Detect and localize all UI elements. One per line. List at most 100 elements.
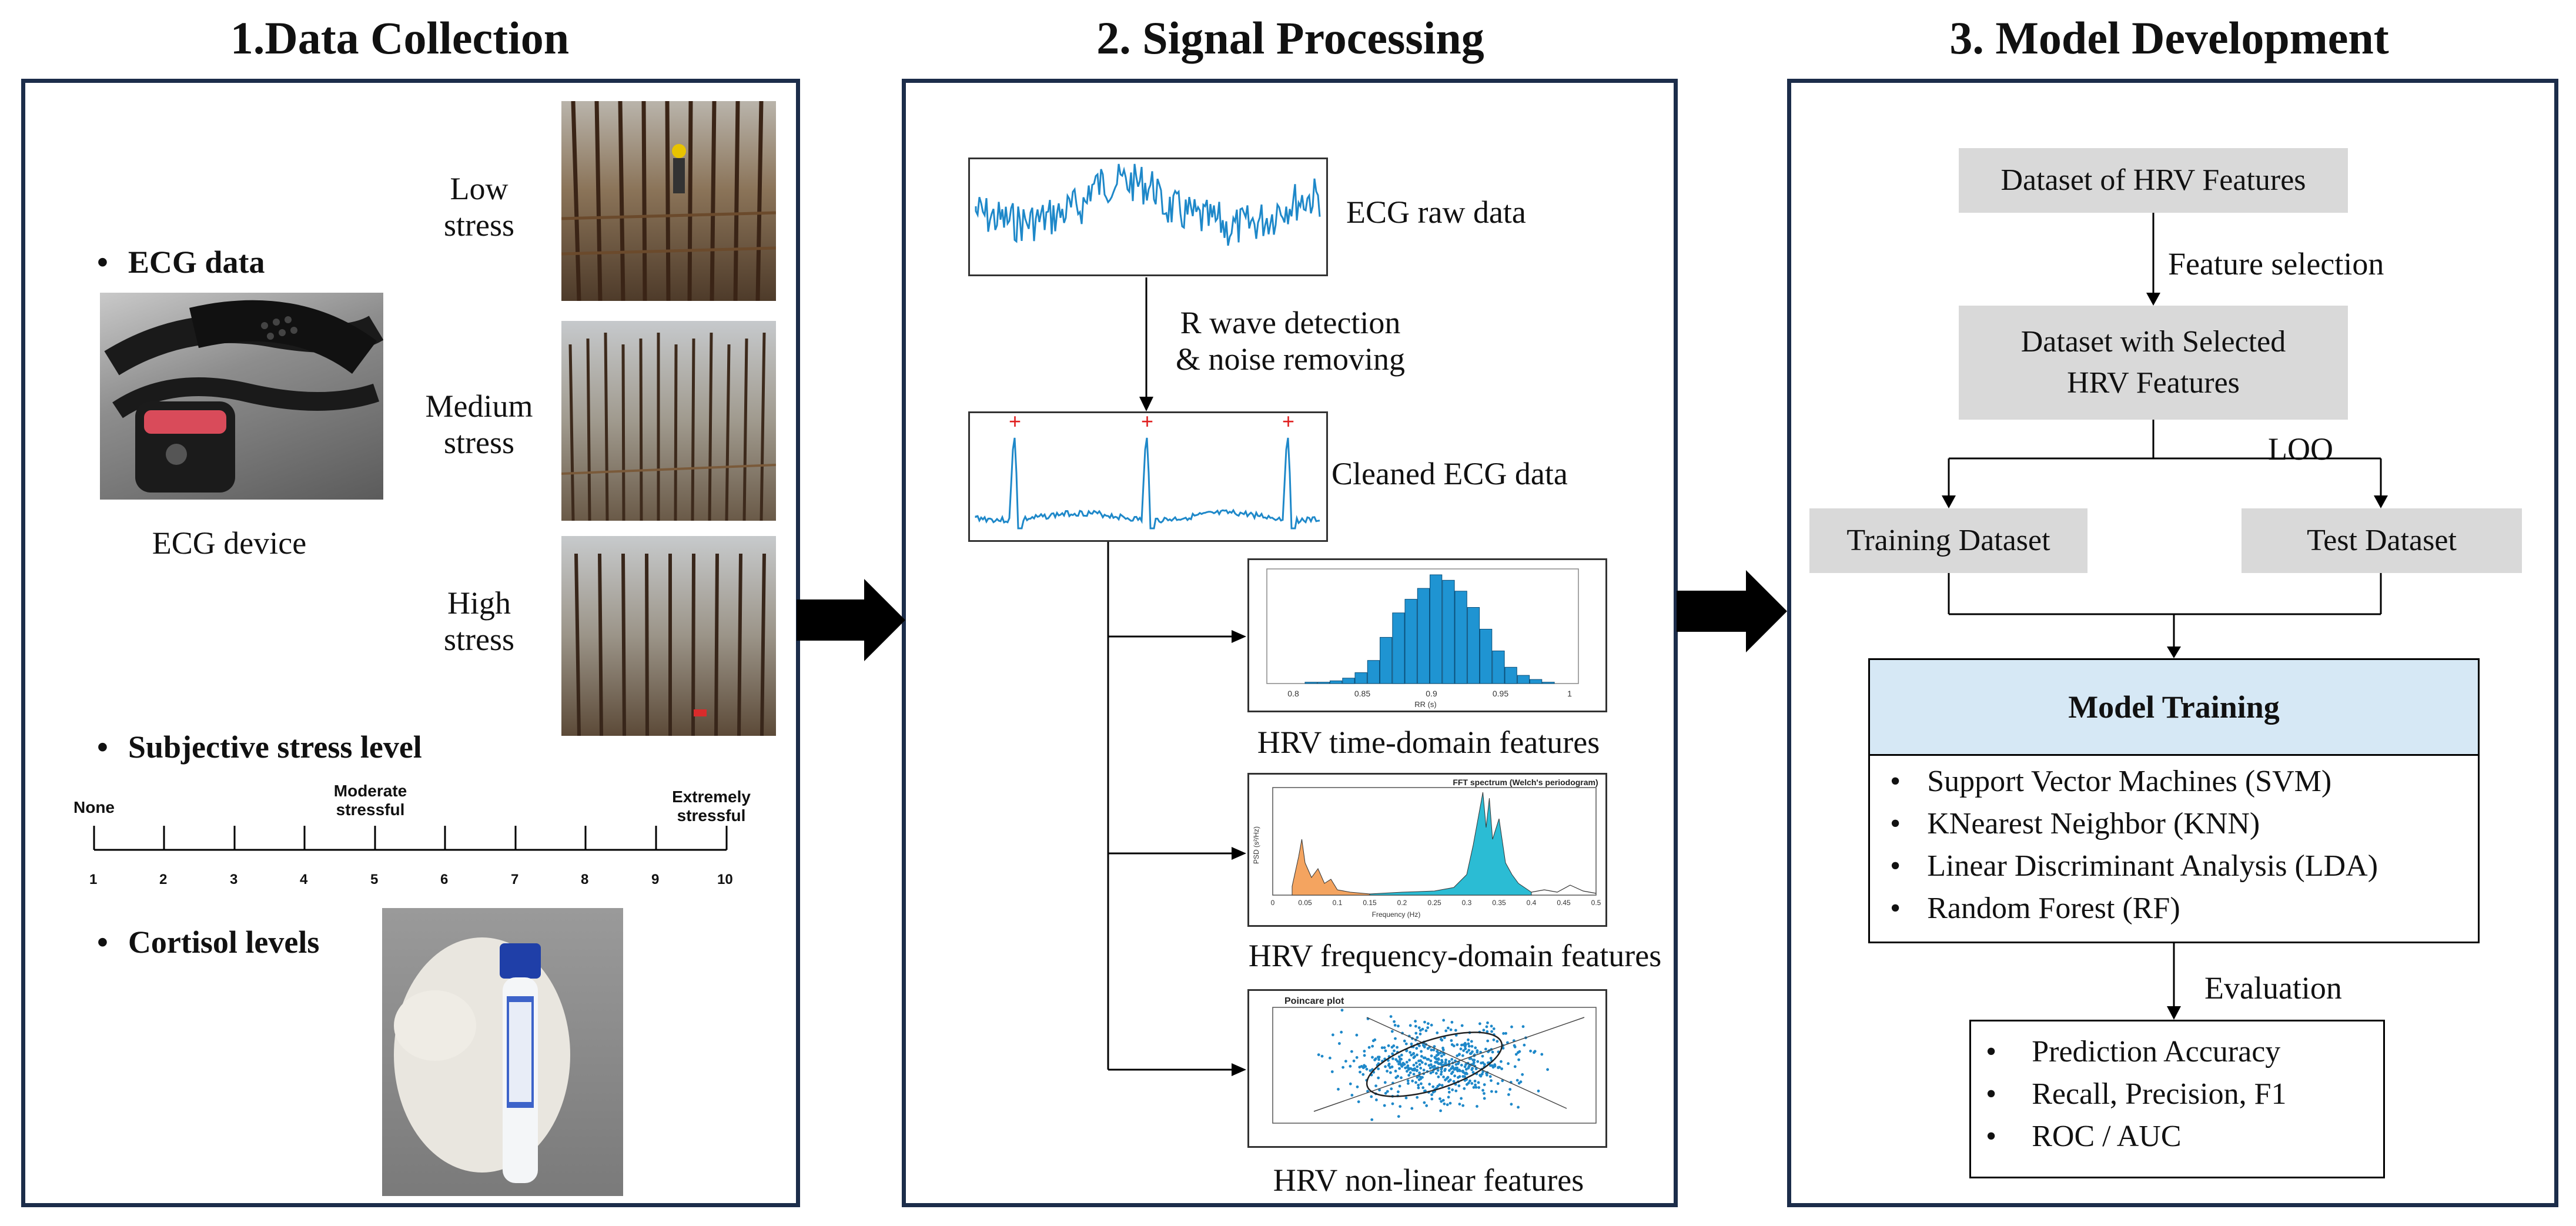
fft-xtick: 0.2 [1397,899,1407,907]
poincare-point [1508,1088,1512,1091]
poincare-point [1411,1068,1414,1071]
poincare-point [1441,1098,1445,1102]
poincare-point [1468,1079,1471,1083]
poincare-point [1470,1082,1474,1085]
poincare-point [1546,1068,1549,1071]
poincare-point [1450,1067,1453,1070]
histogram-bar [1530,679,1543,684]
poincare-point [1437,1075,1440,1078]
poincare-point [1444,1029,1448,1033]
poincare-point [1471,1071,1475,1074]
poincare-point [1513,1044,1516,1047]
poincare-point [1422,1056,1426,1060]
poincare-point [1540,1053,1544,1056]
scale-tick-4: 4 [300,872,308,887]
label-r-wave-detection: R wave detection & noise removing [1176,305,1405,377]
poincare-point [1537,1089,1540,1093]
poincare-point [1474,1046,1477,1050]
poincare-point [1430,1054,1433,1057]
poincare-point [1378,1088,1381,1092]
poincare-point [1414,1024,1417,1028]
poincare-point [1429,1071,1433,1075]
poincare-point [1391,1052,1394,1056]
poincare-point [1398,1084,1401,1088]
poincare-point [1433,1056,1437,1059]
poincare-point [1480,1061,1483,1065]
poincare-point [1517,1058,1520,1061]
poincare-point [1430,1049,1433,1051]
poincare-point [1361,1066,1365,1070]
label-evaluation: Evaluation [2204,970,2342,1006]
poincare-point [1436,1084,1440,1088]
poincare-point [1416,1096,1419,1099]
poincare-point [1463,1065,1467,1068]
poincare-point [1405,1049,1409,1053]
poincare-point [1453,1074,1456,1078]
poincare-point [1434,1061,1437,1064]
poincare-point [1451,1065,1454,1068]
poincare-point [1419,1059,1422,1063]
label-time-domain: HRV time-domain features [1257,725,1600,760]
poincare-point [1350,1050,1353,1053]
poincare-point [1523,1043,1526,1047]
histogram-xlabel: RR (s) [1414,700,1437,709]
arrow-processing-to-model [1677,570,1787,652]
poincare-point [1383,1104,1386,1107]
poincare-point [1317,1053,1320,1056]
poincare-point [1510,1103,1513,1106]
poincare-point [1352,1059,1356,1063]
poincare-point [1490,1079,1493,1082]
poincare-point [1470,1051,1473,1055]
poincare-point [1446,1076,1450,1079]
poincare-point [1391,1057,1394,1060]
fft-xtick: 0.25 [1427,899,1441,907]
poincare-point [1488,1075,1492,1078]
fft-ylabel: PSD (s²/Hz) [1252,826,1260,864]
model-item-svm: •Support Vector Machines (SVM) [1890,765,2332,798]
poincare-point [1384,1065,1387,1068]
poincare-point [1410,1042,1413,1046]
poincare-point [1457,1053,1461,1056]
poincare-point [1478,1074,1481,1077]
poincare-point [1393,1020,1396,1023]
poincare-point [1399,1105,1402,1108]
poincare-point [1401,1061,1405,1065]
fft-xtick: 0 [1271,899,1275,907]
title-signal-processing: 2. Signal Processing [1096,12,1484,63]
scale-label-none: None [73,798,115,816]
label-low-stress: Low stress [444,171,514,243]
poincare-point [1436,1068,1440,1072]
poincare-point [1506,1041,1509,1044]
poincare-point [1460,1024,1464,1027]
ecg-raw-signal [975,163,1321,246]
fft-xtick: 0.1 [1333,899,1343,907]
poincare-point [1390,1046,1394,1049]
poincare-point [1529,1049,1532,1053]
poincare-point [1517,1106,1520,1109]
poincare-point [1363,1054,1366,1057]
poincare-point [1414,1031,1418,1035]
poincare-point [1486,1030,1489,1033]
poincare-point [1426,1047,1430,1050]
label-ecg-raw: ECG raw data [1346,195,1526,230]
poincare-point [1474,1083,1477,1087]
poincare-point [1416,1076,1419,1079]
poincare-point [1448,1101,1452,1105]
poincare-point [1477,1081,1480,1084]
poincare-point [1496,1082,1500,1086]
poincare-point [1397,1115,1400,1118]
poincare-point [1386,1070,1389,1073]
poincare-point [1407,1082,1410,1085]
poincare-point [1404,1066,1407,1070]
poincare-point [1374,1057,1377,1060]
poincare-point [1452,1080,1456,1083]
poincare-point [1418,1044,1421,1047]
histogram-bar [1342,678,1355,684]
cortisol-sample-photo [382,908,623,1196]
poincare-point [1450,1020,1454,1024]
poincare-point [1471,1058,1475,1062]
poincare-point [1489,1064,1492,1067]
poincare-point [1458,1069,1461,1073]
